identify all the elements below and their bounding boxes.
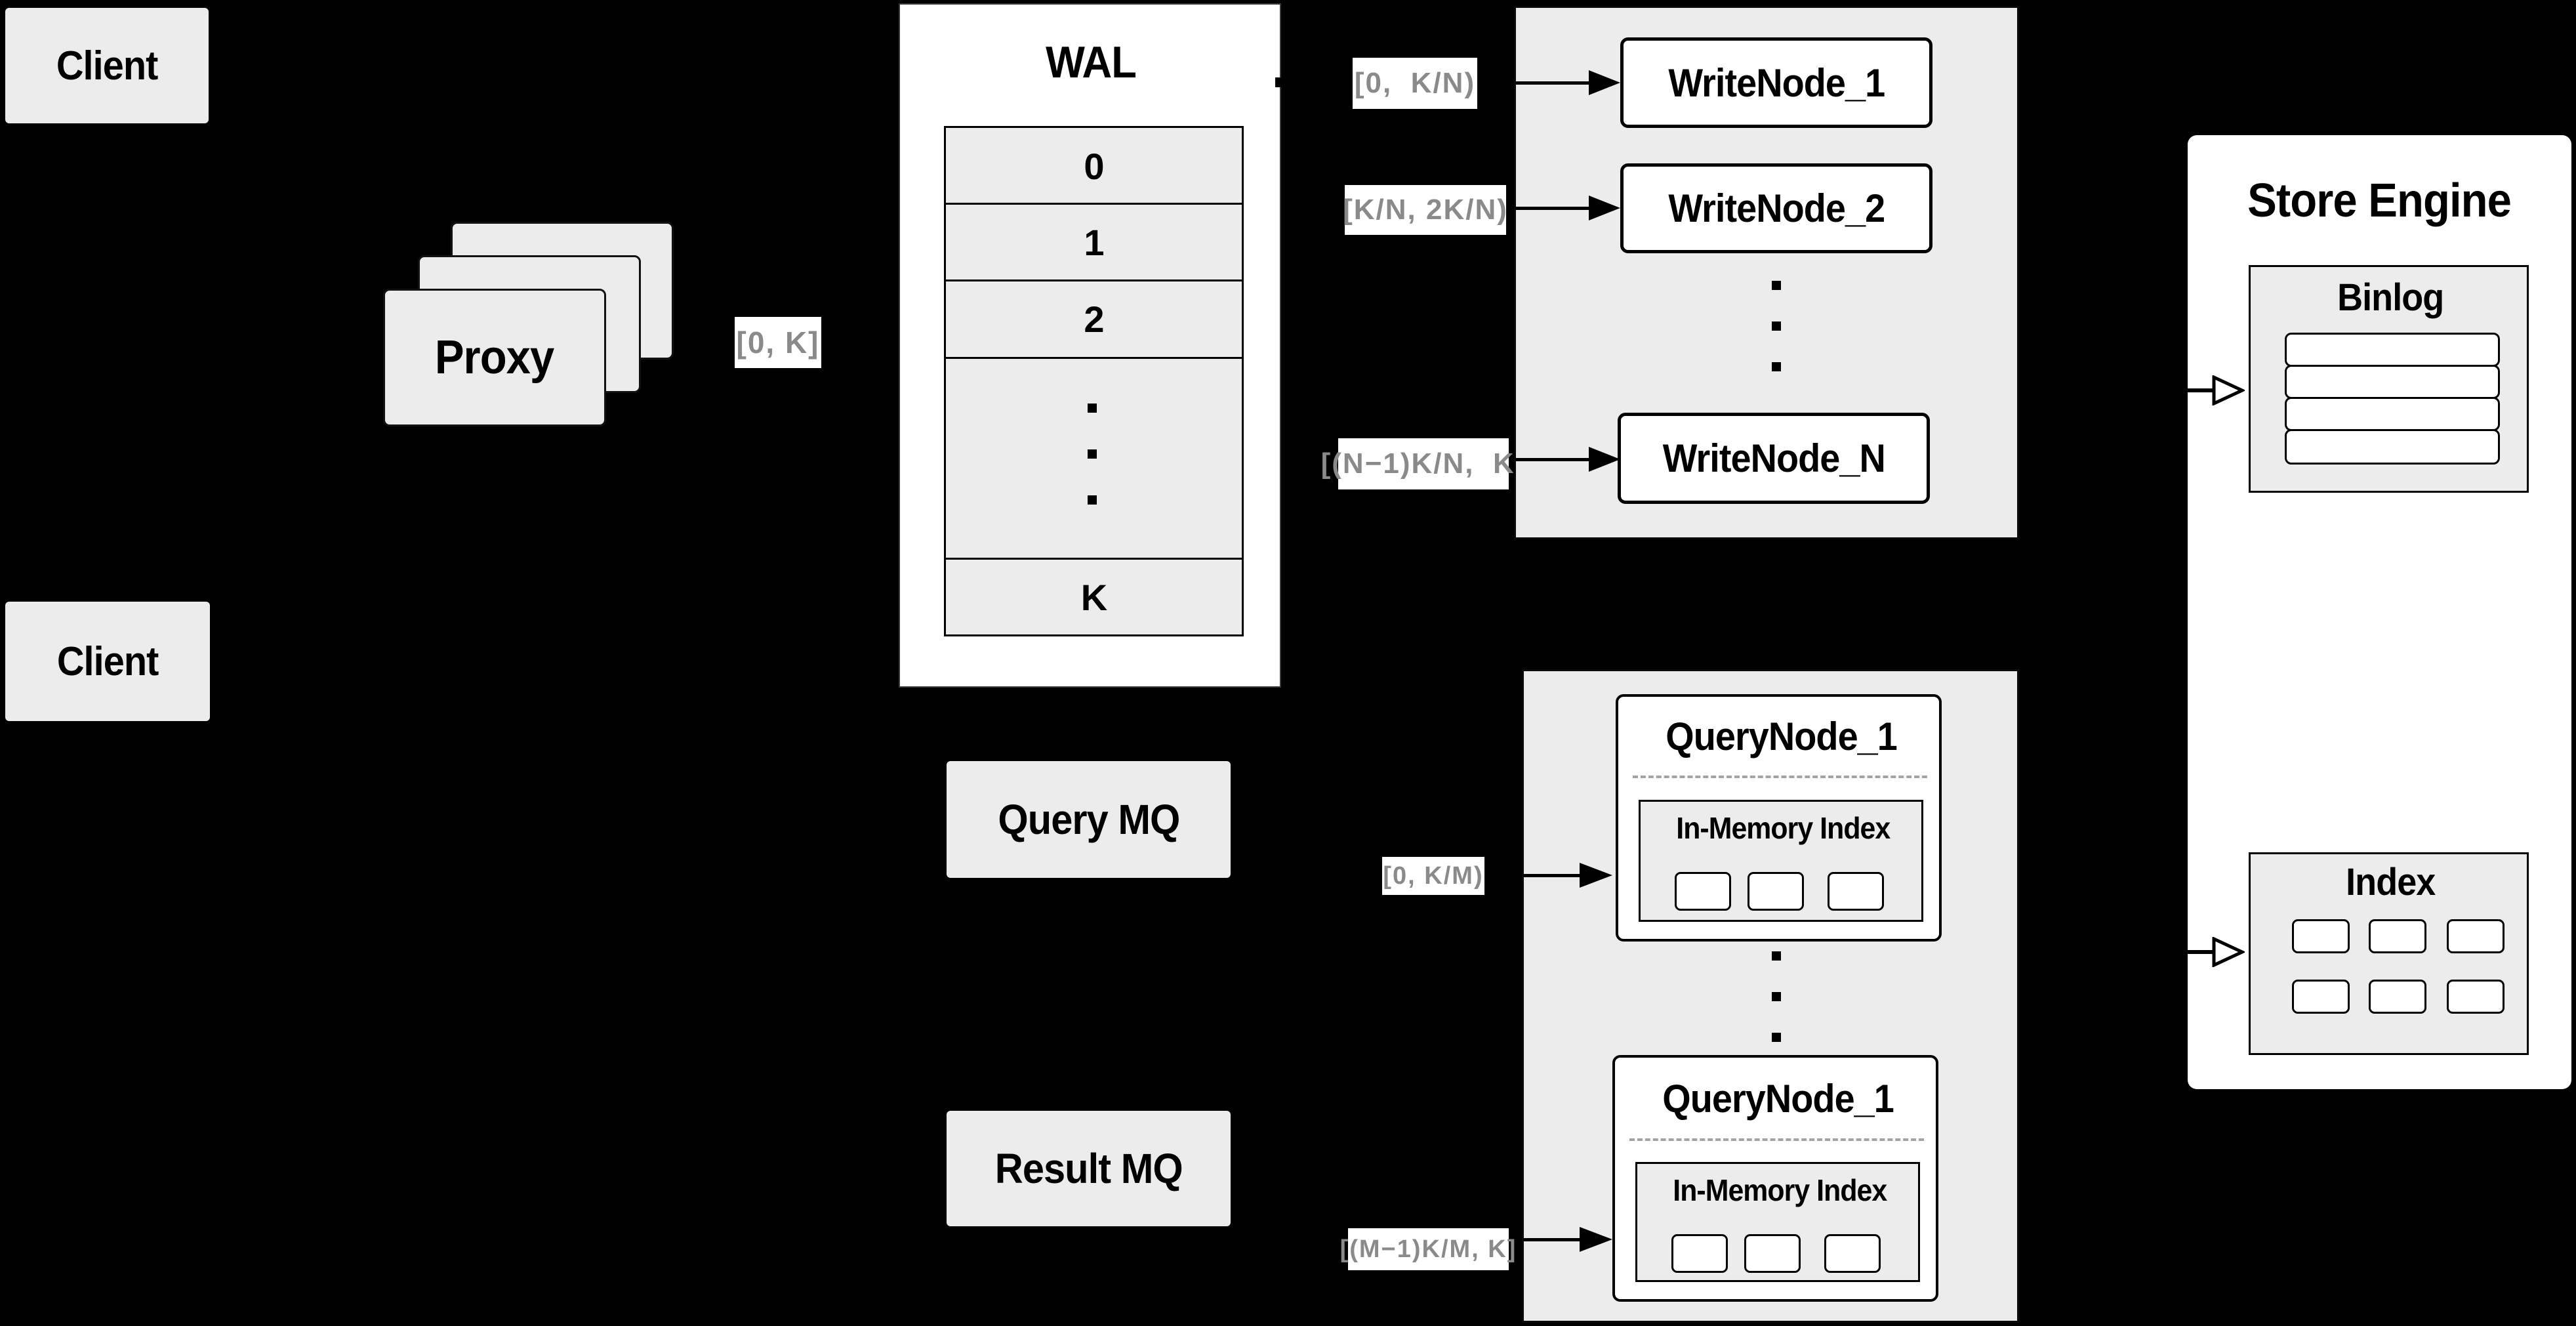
wal-row-k: K	[944, 558, 1244, 636]
wal-ellipsis-dot	[1088, 404, 1097, 413]
binlog-segment-row	[2285, 365, 2500, 399]
wal-row-0: 0	[944, 126, 1244, 206]
index-segment-cell	[2369, 980, 2426, 1014]
proxy-label: Proxy	[435, 331, 554, 384]
mq-to-querynode1-range-label: [0, K/M)	[1382, 857, 1484, 895]
arrow-wal-to-writenode-2	[1515, 207, 1589, 210]
arrowhead-writenode-2	[1589, 196, 1620, 220]
querynode-m-title: QueryNode_1	[1662, 1076, 1894, 1121]
querynode-ellipsis-dot	[1772, 992, 1781, 1001]
arrow-writenodes-to-index	[2188, 950, 2214, 954]
querynode-1-divider	[1633, 776, 1927, 778]
writenode-ellipsis-dot	[1772, 321, 1781, 331]
index-segment-cell	[2292, 919, 2350, 953]
inmem-segment-cell	[1744, 1234, 1801, 1273]
inmem-m-title-wrap: In-Memory Index	[1637, 1171, 1922, 1210]
querynode-ellipsis-dot	[1772, 1033, 1781, 1042]
writenode-n-label: WriteNode_N	[1662, 436, 1885, 480]
client-bottom-label: Client	[56, 638, 159, 684]
index-segment-cell	[2292, 980, 2350, 1014]
inmem-segment-cell	[1675, 872, 1731, 911]
wal-output-connector-nub	[1275, 77, 1282, 87]
arrow-mq-to-querynode-1	[1523, 874, 1581, 877]
inmem-segment-cell	[1748, 872, 1804, 911]
arrowhead-writenode-1	[1589, 70, 1620, 95]
client-top-label: Client	[56, 43, 159, 89]
open-arrowhead-binlog	[2212, 375, 2245, 405]
arrowhead-querynode-1	[1580, 863, 1612, 888]
wal-panel: WAL 0 1 2 K	[899, 3, 1281, 688]
arrow-mq-to-querynode-m	[1523, 1238, 1581, 1241]
writenode-2-label: WriteNode_2	[1668, 186, 1885, 230]
wal-row-0-label: 0	[1084, 145, 1104, 187]
querynode-m-box: QueryNode_1 In-Memory Index	[1612, 1055, 1938, 1302]
result-mq-box: Result MQ	[947, 1111, 1231, 1226]
mq-to-querynodem-range-label: [(M−1)K/M, K]	[1340, 1228, 1515, 1270]
inmem-segment-cell	[1824, 1234, 1881, 1273]
index-title: Index	[2346, 860, 2436, 903]
binlog-segment-row	[2285, 429, 2500, 465]
wal-title: WAL	[1046, 37, 1137, 87]
querynode-1-inmem-box: In-Memory Index	[1639, 800, 1923, 922]
wal-row-1: 1	[944, 203, 1244, 281]
arrow-writenodes-to-binlog	[2188, 388, 2214, 392]
store-engine-title: Store Engine	[2247, 175, 2512, 227]
binlog-segment-row	[2285, 397, 2500, 431]
binlog-title: Binlog	[2337, 276, 2444, 319]
index-segment-cell	[2447, 919, 2504, 953]
wal-title-wrap: WAL	[900, 36, 1282, 89]
wal-table: 0 1 2 K	[944, 126, 1244, 636]
querynode-m-inmem-box: In-Memory Index	[1635, 1162, 1920, 1282]
client-box-top: Client	[5, 8, 209, 123]
writenode-2-box: WriteNode_2	[1620, 163, 1932, 253]
writenode-1-label: WriteNode_1	[1668, 60, 1885, 105]
wal-row-2-label: 2	[1084, 299, 1104, 340]
binlog-title-wrap: Binlog	[2251, 276, 2531, 319]
client-box-bottom: Client	[5, 602, 210, 721]
index-box: Index	[2249, 852, 2529, 1055]
index-segment-cell	[2447, 980, 2504, 1014]
querynode-ellipsis-dot	[1772, 951, 1781, 961]
inmem-1-title: In-Memory Index	[1676, 811, 1891, 845]
wal-ellipsis-dot	[1088, 449, 1097, 459]
proxy-box-front: Proxy	[383, 289, 606, 426]
wal-row-1-label: 1	[1084, 221, 1104, 263]
open-arrowhead-index	[2212, 937, 2245, 967]
writenode-ellipsis-dot	[1772, 362, 1781, 371]
querynode-1-title: QueryNode_1	[1666, 714, 1898, 758]
arrowhead-querynode-m	[1580, 1227, 1612, 1252]
query-mq-label: Query MQ	[998, 796, 1180, 843]
writenode-n-box: WriteNode_N	[1618, 413, 1930, 504]
proxy-to-wal-range-label: [0, K]	[735, 317, 821, 368]
index-segment-cell	[2369, 919, 2426, 953]
wal-to-writenoden-range-label: [(N−1)K/N, K]	[1321, 438, 1524, 489]
arrow-wal-to-writenode-1	[1515, 81, 1589, 85]
querynode-1-title-wrap: QueryNode_1	[1618, 709, 1944, 764]
wal-ellipsis-dot	[1088, 495, 1097, 505]
result-mq-label: Result MQ	[994, 1145, 1183, 1192]
querynode-1-box: QueryNode_1 In-Memory Index	[1616, 694, 1942, 942]
inmem-segment-cell	[1671, 1234, 1728, 1273]
arrowhead-writenode-n	[1589, 447, 1620, 472]
inmem-m-title: In-Memory Index	[1673, 1173, 1887, 1207]
query-mq-box: Query MQ	[947, 761, 1231, 878]
binlog-segment-row	[2285, 333, 2500, 367]
inmem-segment-cell	[1828, 872, 1884, 911]
inmem-1-title-wrap: In-Memory Index	[1641, 808, 1925, 848]
index-title-wrap: Index	[2251, 861, 2531, 903]
writenode-1-box: WriteNode_1	[1620, 37, 1932, 128]
wal-to-writenode2-range-label: [K/N, 2K/N)	[1343, 185, 1507, 235]
wal-to-writenode1-range-label: [0, K/N)	[1353, 58, 1477, 109]
querynode-m-title-wrap: QueryNode_1	[1615, 1071, 1941, 1126]
querynode-m-divider	[1629, 1138, 1924, 1141]
wal-row-k-label: K	[1080, 576, 1107, 618]
wal-row-2: 2	[944, 280, 1244, 359]
arrow-wal-to-writenode-n	[1515, 458, 1589, 461]
store-engine-title-wrap: Store Engine	[2188, 171, 2571, 230]
writenode-ellipsis-dot	[1772, 281, 1781, 290]
